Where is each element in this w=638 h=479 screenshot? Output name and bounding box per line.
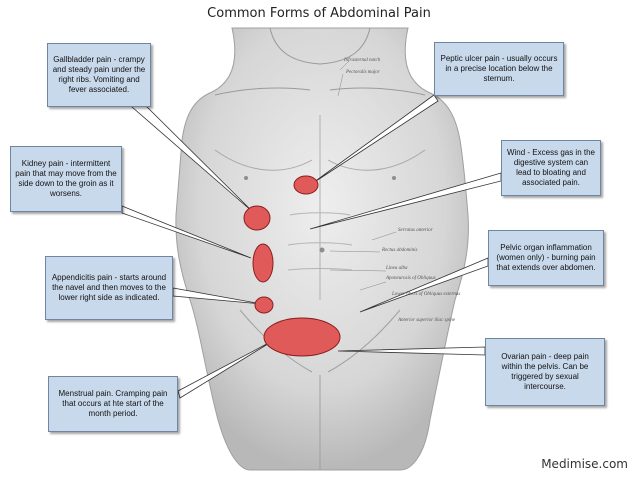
anatomy-label-rectus: Rectus abdominis — [382, 248, 418, 253]
clavicle-right — [329, 87, 426, 96]
anatomy-label-serratus: Serratus anterior — [398, 228, 433, 233]
pain-region-appendicitis — [254, 296, 274, 314]
anatomy-pointer-lines — [329, 61, 397, 291]
pain-region-peptic — [293, 175, 319, 195]
rectus-segment-2 — [287, 242, 353, 246]
nipple-left — [244, 176, 248, 180]
pain-region-gallbladder — [243, 205, 271, 231]
anatomy-label-pectoralis: Pectoralis major — [346, 70, 380, 75]
callout-wind: Wind - Excess gas in the digestive syste… — [501, 140, 601, 196]
pectoral-left — [214, 149, 313, 171]
leader-lines — [121, 94, 502, 399]
leader-appendicitis — [172, 287, 263, 305]
callout-appendicitis: Appendicitis pain - starts around the na… — [45, 256, 173, 320]
callout-peptic: Peptic ulcer pain - usually occurs in a … — [434, 42, 564, 96]
callout-pelvic: Pelvic organ inflammation (women only) -… — [488, 230, 604, 286]
groin-right — [327, 309, 401, 373]
leader-menstrual — [177, 338, 277, 399]
callout-kidney: Kidney pain - intermittent pain that may… — [10, 146, 122, 212]
clavicle-left — [214, 87, 311, 96]
nipple-right — [392, 176, 396, 180]
diagram-title: Common Forms of Abdominal Pain — [207, 6, 431, 21]
pain-region-kidney — [252, 243, 274, 283]
leader-kidney — [121, 205, 252, 259]
pain-region-pelvic — [263, 317, 341, 357]
rectus-segment-1 — [289, 212, 351, 216]
anatomy-label-infrasternal: Infrasternal notch — [344, 58, 381, 63]
navel — [319, 247, 325, 253]
anatomy-label-anterior-iliac: Anterior superior iliac spine — [398, 318, 456, 323]
anatomy-label-aponeurosis: Aponeurosis of Obliquus — [386, 276, 436, 281]
callout-menstrual: Menstrual pain. Cramping pain that occur… — [48, 376, 178, 432]
pain-regions — [243, 175, 341, 357]
leader-peptic — [309, 94, 439, 186]
anatomy-label-lower-fibers: Lower fibers of Obliquus externus — [392, 292, 461, 297]
neck-shade — [269, 27, 371, 65]
brand-label: Medimise.com — [541, 457, 628, 471]
callout-ovarian: Ovarian pain - deep pain within the pelv… — [485, 338, 605, 406]
pectoral-right — [327, 149, 426, 171]
anatomy-label-linea: Linea alba — [386, 266, 408, 271]
rectus-segment-3 — [287, 268, 353, 271]
callout-gallbladder: Gallbladder pain - crampy and steady pai… — [47, 43, 151, 107]
